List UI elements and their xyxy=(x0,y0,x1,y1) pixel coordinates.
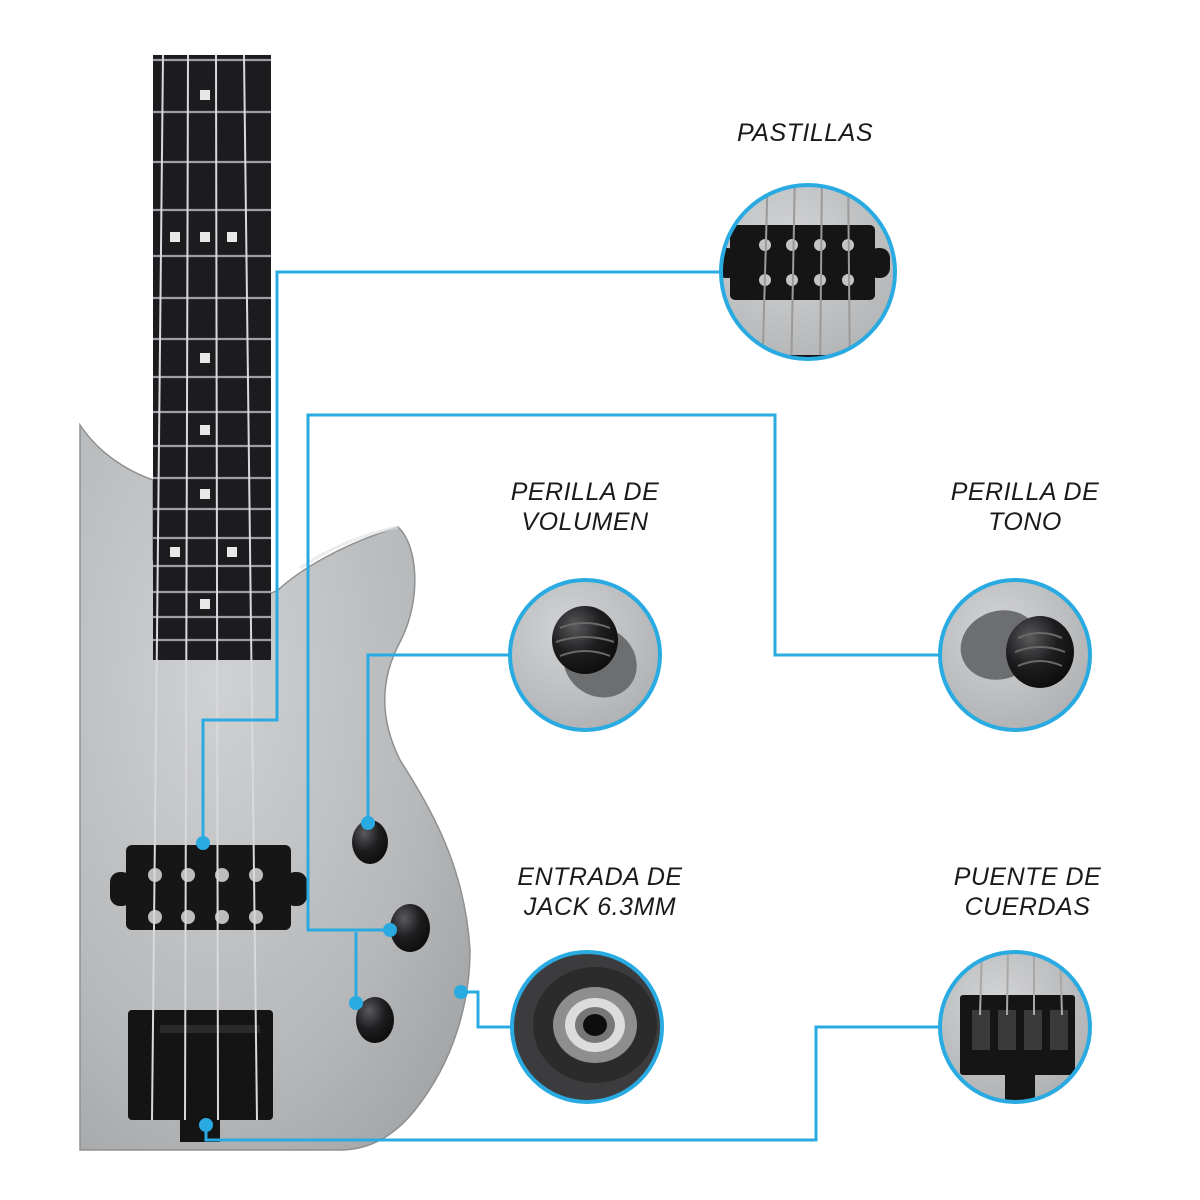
volume-knob xyxy=(352,820,388,864)
pickups-zoom-circle xyxy=(719,183,897,361)
bridge-zoom-circle xyxy=(938,950,1092,1104)
pickup xyxy=(110,845,307,930)
label-pickups: PASTILLAS xyxy=(736,119,874,147)
third-knob xyxy=(356,997,394,1043)
volume-zoom-circle xyxy=(508,578,662,732)
tone-zoom-circle xyxy=(938,578,1092,732)
callout-lines xyxy=(201,270,940,1142)
label-tone-knob: PERILLA DE TONO xyxy=(950,478,1100,536)
jack-zoom-circle xyxy=(510,950,664,1104)
label-volume-knob: PERILLA DE VOLUMEN xyxy=(510,478,660,536)
strings xyxy=(151,54,258,1121)
label-string-bridge: PUENTE DE CUERDAS xyxy=(953,863,1102,921)
fretboard xyxy=(153,55,271,660)
tone-knob xyxy=(390,904,430,952)
label-jack-input: ENTRADA DE JACK 6.3MM xyxy=(517,863,683,921)
